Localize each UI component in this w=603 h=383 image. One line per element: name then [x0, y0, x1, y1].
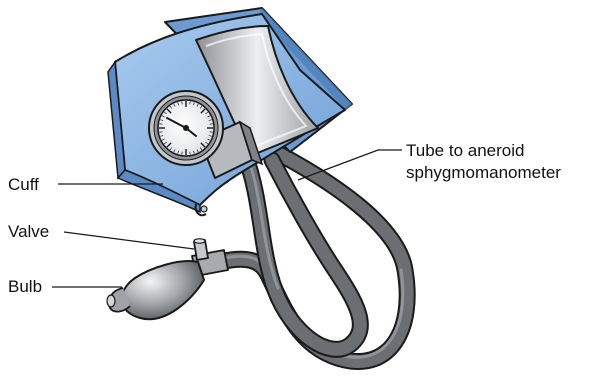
cuff-label: Cuff	[8, 175, 39, 194]
valve-leader	[64, 232, 194, 249]
inflation-bulb-icon	[107, 239, 228, 319]
tube-group	[220, 148, 407, 362]
tube-label-line1: Tube to aneroid	[406, 141, 524, 160]
tube-label-line2: sphygmomanometer	[406, 163, 561, 182]
valve-label: Valve	[8, 222, 49, 241]
bulb-label: Bulb	[8, 277, 42, 296]
bulb-body	[122, 261, 204, 319]
